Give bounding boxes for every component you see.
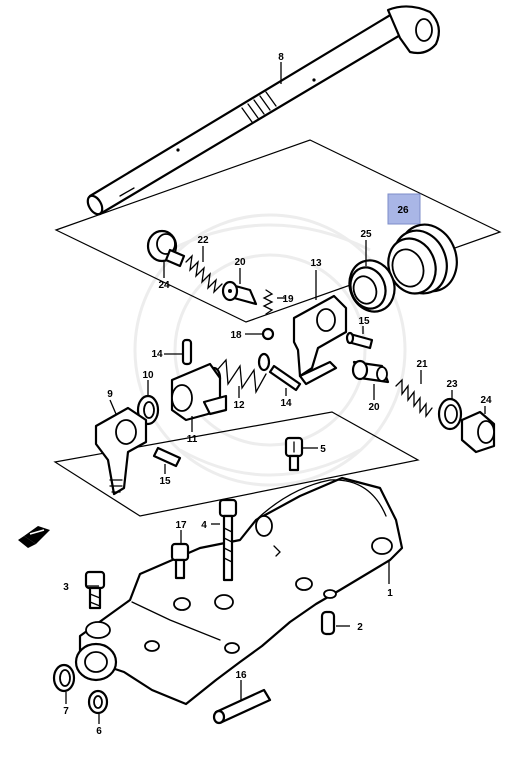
callout-8: 8	[278, 52, 284, 63]
oil-seal[interactable]	[342, 254, 401, 318]
callout-6: 6	[96, 726, 102, 737]
callout-14-lower: 14	[280, 398, 292, 409]
middle-mounting-plate	[53, 411, 420, 517]
spring-19[interactable]	[262, 289, 274, 315]
plug-lower[interactable]	[460, 410, 496, 454]
callout-5: 5	[320, 444, 326, 455]
front-direction-arrow-icon	[18, 526, 50, 548]
callout-2: 2	[357, 622, 363, 633]
callout-24-upper: 24	[158, 280, 170, 291]
callout-19: 19	[282, 294, 294, 305]
pin-14-upper[interactable]	[181, 338, 193, 366]
pin-16[interactable]	[212, 688, 272, 725]
highlight-box	[387, 193, 421, 225]
washer-6[interactable]	[87, 689, 109, 715]
callout-7: 7	[63, 706, 69, 717]
gasket-23[interactable]	[437, 397, 463, 431]
callout-15-right: 15	[358, 316, 370, 327]
callout-18: 18	[230, 330, 242, 341]
detent-ball[interactable]	[261, 327, 275, 341]
callout-10: 10	[142, 370, 154, 381]
callout-25: 25	[360, 229, 372, 240]
bolt-5[interactable]	[284, 436, 304, 472]
plug-upper[interactable]	[146, 229, 186, 268]
pin-14-lower[interactable]	[268, 364, 302, 392]
callout-labels: 8 26 25 22 24 20 13 19 18 15 14 21 23 24…	[63, 52, 492, 737]
shift-boot[interactable]	[381, 216, 466, 300]
callout-13: 13	[310, 258, 322, 269]
callout-1: 1	[387, 588, 393, 599]
callout-23: 23	[446, 379, 458, 390]
leader-lines	[65, 62, 486, 724]
spring-21[interactable]	[395, 378, 433, 418]
plunger-upper[interactable]	[221, 280, 258, 306]
watermark-emblem	[133, 213, 407, 487]
seal-7[interactable]	[52, 663, 76, 693]
callout-4: 4	[201, 520, 207, 531]
shift-lever-13[interactable]	[292, 294, 348, 386]
pin-15-right[interactable]	[345, 331, 374, 350]
callout-12: 12	[233, 400, 245, 411]
callout-9: 9	[107, 389, 113, 400]
callout-22: 22	[197, 235, 209, 246]
callout-16: 16	[235, 670, 247, 681]
bolt-17[interactable]	[170, 542, 190, 580]
upper-mounting-plate	[54, 139, 502, 323]
callout-26: 26	[397, 205, 409, 216]
select-lever-9[interactable]	[94, 406, 148, 496]
callout-17: 17	[175, 520, 187, 531]
dowel-pin-2[interactable]	[320, 610, 336, 636]
bolt-3[interactable]	[84, 570, 106, 610]
shift-shaft[interactable]	[85, 5, 441, 216]
spring-22[interactable]	[185, 254, 223, 294]
callout-15-left: 15	[159, 476, 171, 487]
long-bolt-4[interactable]	[218, 498, 238, 582]
callout-20-upper: 20	[234, 257, 246, 268]
callout-20-lower: 20	[368, 402, 380, 413]
plunger-lower[interactable]	[351, 359, 390, 384]
callout-21: 21	[416, 359, 428, 370]
callout-3: 3	[63, 582, 69, 593]
pin-15-left[interactable]	[152, 446, 182, 468]
callout-11: 11	[187, 434, 198, 445]
callout-24-lower: 24	[480, 395, 492, 406]
callout-14-upper: 14	[151, 349, 163, 360]
shift-housing[interactable]	[74, 476, 404, 706]
shift-arm-11[interactable]	[170, 362, 228, 422]
